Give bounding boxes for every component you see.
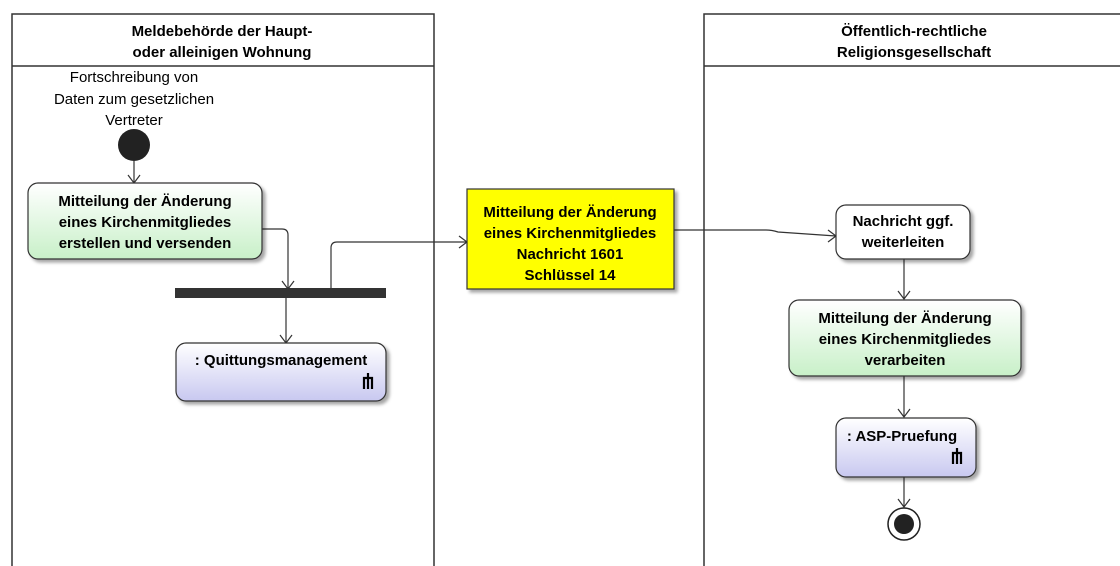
object-node-message-line2: eines Kirchenmitgliedes (484, 225, 657, 242)
start-label-line2: Daten zum gesetzlichen (54, 91, 214, 108)
activity-receipt-management-box[interactable] (175, 342, 387, 402)
action-forward-line1: Nachricht ggf. (853, 213, 954, 230)
swimlane-right: Öffentlich-rechtliche Religionsgesellsch… (703, 13, 1120, 566)
swimlane-left-title-line2: oder alleinigen Wohnung (133, 44, 312, 61)
action-forward-box[interactable] (835, 204, 971, 260)
edge-create-to-fork (262, 228, 289, 289)
activity-asp-check-label: : ASP-Pruefung (847, 428, 957, 445)
activity-asp-check-box[interactable] (835, 417, 977, 478)
object-node-message-line3: Nachricht 1601 (517, 246, 624, 263)
swimlane-right-title-line1: Öffentlich-rechtliche (841, 23, 987, 40)
edge-arrowhead (897, 408, 911, 418)
swimlane-right-border (703, 13, 1120, 566)
activity-receipt-management-label: : Quittungsmanagement (195, 352, 368, 369)
end-node-inner (894, 514, 914, 534)
swimlane-left-title-line1: Meldebehörde der Haupt- (132, 23, 313, 40)
start-node[interactable] (118, 129, 150, 161)
object-node-message[interactable]: Mitteilung der Änderung eines Kirchenmit… (466, 188, 675, 290)
object-node-message-box[interactable] (466, 188, 675, 290)
edge-arrowhead (897, 290, 911, 300)
action-create-send-line2: eines Kirchenmitgliedes (59, 214, 232, 231)
action-create-send-line1: Mitteilung der Änderung (58, 193, 231, 210)
action-forward-line2: weiterleiten (861, 234, 945, 251)
action-process[interactable]: Mitteilung der Änderung eines Kirchenmit… (788, 299, 1022, 377)
action-process-box[interactable] (788, 299, 1022, 377)
action-process-line3: verarbeiten (865, 352, 946, 369)
action-forward[interactable]: Nachricht ggf. weiterleiten (835, 204, 971, 260)
edge-arrowhead (897, 498, 911, 508)
fork-bar (175, 288, 386, 298)
action-create-send[interactable]: Mitteilung der Änderung eines Kirchenmit… (27, 182, 263, 260)
start-label-line1: Fortschreibung von (70, 69, 198, 86)
action-process-line1: Mitteilung der Änderung (818, 310, 991, 327)
end-node[interactable] (887, 507, 921, 541)
object-node-message-line1: Mitteilung der Änderung (483, 204, 656, 221)
object-node-message-line4: Schlüssel 14 (525, 267, 617, 284)
swimlane-right-title-line2: Religionsgesellschaft (837, 44, 991, 61)
start-node-group: Fortschreibung von Daten zum gesetzliche… (54, 69, 214, 161)
call-behavior-rake-icon (362, 373, 374, 389)
activity-asp-check[interactable]: : ASP-Pruefung (835, 417, 977, 478)
edge-fork-to-message (330, 241, 467, 289)
action-create-send-line3: erstellen und versenden (59, 235, 232, 252)
start-label-line3: Vertreter (105, 112, 163, 129)
call-behavior-rake-icon (951, 448, 963, 464)
activity-receipt-management[interactable]: : Quittungsmanagement (175, 342, 387, 402)
edge-message-to-forward (674, 229, 837, 237)
action-process-line2: eines Kirchenmitgliedes (819, 331, 992, 348)
action-create-send-box[interactable] (27, 182, 263, 260)
